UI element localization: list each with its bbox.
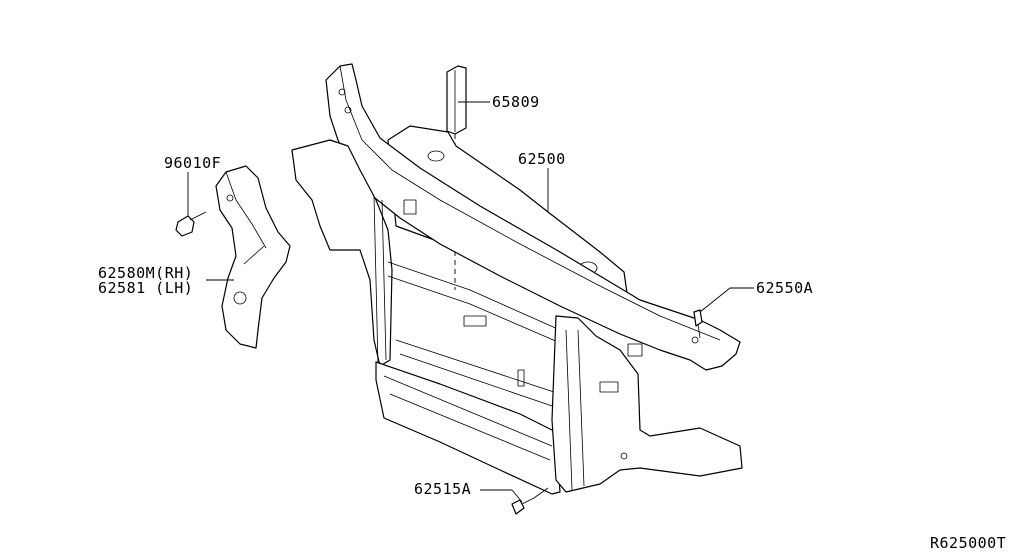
callout-62550a: 62550A: [756, 279, 813, 297]
callout-65809: 65809: [492, 93, 540, 111]
callout-62500: 62500: [518, 150, 566, 168]
part-62550a-bolt: [693, 309, 703, 339]
part-65809-strip: [446, 65, 467, 290]
drawing-id: R625000T: [930, 534, 1006, 552]
callout-62580m-rh: 62580M(RH): [98, 264, 193, 282]
callout-96010f: 96010F: [164, 154, 221, 172]
part-62580m-air-guide: [215, 165, 291, 349]
callout-62581-lh: 62581 (LH): [98, 279, 193, 297]
part-96010f-clip: [175, 211, 207, 237]
part-62515a-bolt: [511, 497, 535, 515]
leader-lines: [187, 101, 754, 503]
part-62500-core-support: [291, 63, 743, 495]
callout-62515a: 62515A: [414, 480, 471, 498]
